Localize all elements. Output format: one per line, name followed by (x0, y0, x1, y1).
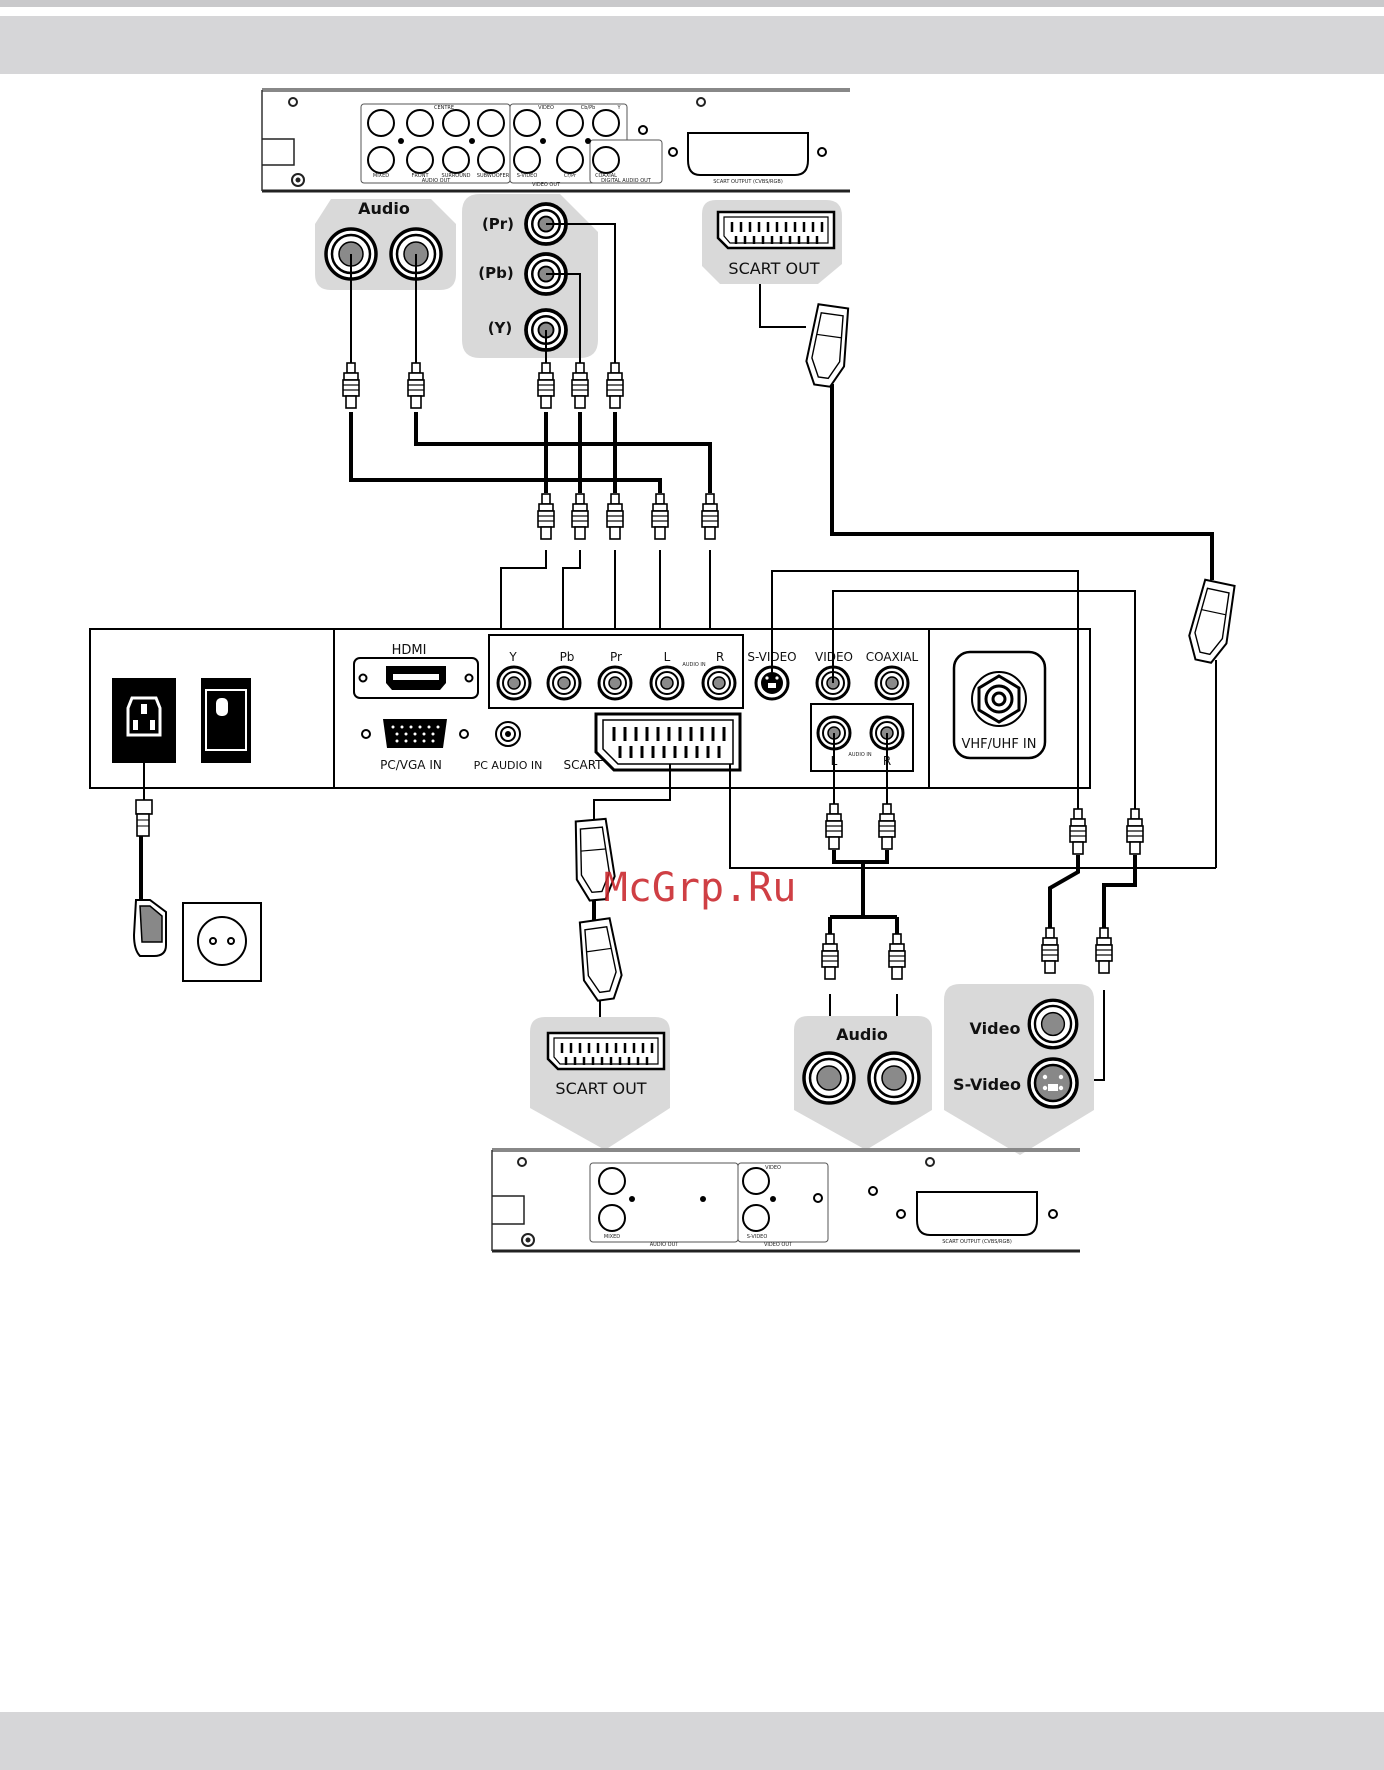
lower-audio-out-caption: AUDIO OUT (650, 1242, 680, 1248)
audio-callout-top: Audio (315, 199, 456, 290)
upper-jack-caption: SURROUND (442, 173, 471, 179)
upper-jack-caption: S-VIDEO (517, 173, 538, 179)
pr-label: (Pr) (482, 215, 514, 233)
scart-out-label-bottom: SCART OUT (555, 1079, 646, 1098)
y-port-label: Y (508, 650, 517, 664)
audio-label-bottom: Audio (836, 1025, 888, 1044)
pc-audio-jack[interactable] (495, 721, 521, 747)
video-label: Video (970, 1019, 1021, 1038)
top-rule (0, 0, 1384, 7)
header-band (0, 16, 1384, 74)
pr-port-label: Pr (610, 650, 622, 664)
scart-port[interactable] (594, 712, 742, 772)
audio-in-lower-label: AUDIO IN (848, 752, 871, 758)
watermark: McGrp.Ru (604, 865, 797, 911)
pc-vga-in-label: PC/VGA IN (380, 758, 442, 772)
scart-out-label-top: SCART OUT (728, 259, 819, 278)
y-label: (Y) (488, 319, 513, 337)
pc-audio-in-label: PC AUDIO IN (474, 759, 543, 772)
component-callout: (Pr) (Pb) (Y) (462, 194, 598, 358)
power-plug (132, 799, 167, 957)
lower-player: AUDIO OUT VIDEO OUT SCART OUTPUT (CVBS/R… (491, 1148, 1080, 1253)
upper-cables (349, 223, 1214, 665)
upper-jack-caption: FRONT (411, 173, 429, 179)
lower-jack-caption: S-VIDEO (747, 1234, 768, 1240)
upper-digital-out-caption: DIGITAL AUDIO OUT (601, 178, 652, 184)
antenna-port[interactable] (952, 650, 1047, 760)
power-socket (112, 678, 176, 763)
coaxial-jack[interactable] (874, 665, 910, 701)
upper-video-out-caption: VIDEO OUT (532, 182, 561, 188)
hdmi-label: HDMI (392, 643, 427, 658)
upper-audio-out-caption: AUDIO OUT (422, 178, 452, 184)
audio-callout-bottom: Audio (794, 1016, 932, 1150)
upper-top-caption: Y (616, 105, 621, 111)
audio-label-top: Audio (358, 199, 410, 218)
upper-jack-caption: MIXED (373, 173, 389, 179)
upper-top-caption: Cb/Pb (581, 105, 596, 111)
pb-jack[interactable] (546, 665, 582, 701)
scart-label: SCART (564, 758, 604, 772)
lower-scart-caption: SCART OUTPUT (CVBS/RGB) (942, 1239, 1012, 1245)
audio-r-jack[interactable] (701, 665, 737, 701)
upper-player: AUDIO OUT VIDEO OUT DIGITAL AUDIO OUT SC… (261, 88, 850, 193)
y-jack[interactable] (496, 665, 532, 701)
upper-scart-caption: SCART OUTPUT (CVBS/RGB) (713, 179, 783, 185)
pb-port-label: Pb (560, 650, 575, 664)
scart-out-callout-top: SCART OUT (702, 200, 842, 284)
audio-in-label: AUDIO IN (682, 662, 705, 668)
lower-cables (139, 570, 1217, 1081)
video-callout: Video S-Video (944, 984, 1094, 1155)
svideo-label: S-Video (953, 1075, 1021, 1094)
upper-jack-caption: Cr/Pr (564, 173, 577, 179)
footer-band (0, 1712, 1384, 1770)
lower-jack-caption: VIDEO (765, 1165, 781, 1171)
lower-video-out-caption: VIDEO OUT (764, 1242, 793, 1248)
upper-top-caption: CENTRE (434, 105, 454, 111)
scart-out-callout-bottom: SCART OUT (530, 1017, 670, 1150)
upper-jack-caption: SUBWOOFER (477, 173, 510, 179)
l-port-label: L (664, 650, 671, 664)
vhf-uhf-in-label: VHF/UHF IN (962, 737, 1037, 752)
lower-jack-caption: MIXED (604, 1234, 620, 1240)
tv-rear-panel: HDMI Y Pb Pr L AUDIO IN R S-VIDEO VIDEO … (89, 628, 1091, 789)
pb-label: (Pb) (478, 264, 513, 282)
svideo-socket (1027, 1057, 1079, 1109)
wall-outlet (182, 902, 262, 982)
pr-jack[interactable] (597, 665, 633, 701)
audio-l-jack[interactable] (649, 665, 685, 701)
upper-jack-caption: COAXIAL (595, 173, 617, 179)
upper-top-caption: VIDEO (538, 105, 554, 111)
coaxial-port-label: COAXIAL (866, 650, 919, 664)
r-port-label: R (716, 650, 724, 664)
